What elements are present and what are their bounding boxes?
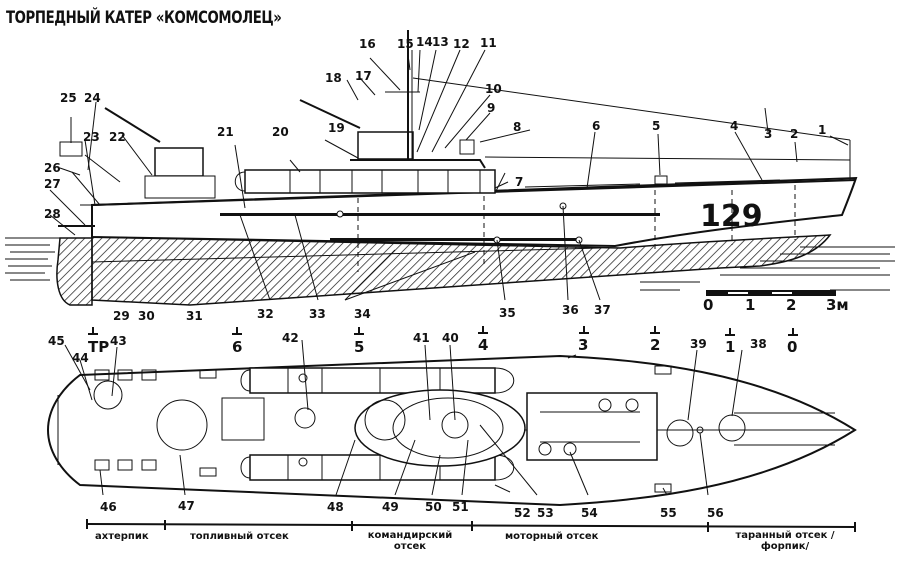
compartment-scale: ахтерпик топливный отсек командирский от…	[86, 519, 856, 552]
callout-2: 2	[790, 127, 798, 141]
callout-37: 37	[594, 303, 611, 317]
callout-53: 53	[537, 506, 554, 520]
callout-31: 31	[186, 309, 203, 323]
callout-34: 34	[354, 307, 371, 321]
callout-46: 46	[100, 500, 117, 514]
scale-tick: 0	[703, 296, 713, 314]
callout-39: 39	[690, 337, 707, 351]
top-view: ТР 6 5 4 3 2 1 0	[46, 326, 857, 520]
callout-27: 27	[44, 177, 61, 191]
callout-10: 10	[485, 82, 502, 96]
water	[5, 237, 895, 291]
callout-16: 16	[359, 37, 376, 51]
frame-label-4: 4	[478, 336, 488, 354]
compartment-aft-peak: ахтерпик	[95, 531, 149, 542]
hull-number: 129	[700, 199, 763, 234]
frame-label-5: 5	[354, 338, 364, 356]
torpedo-tube-port	[240, 367, 515, 394]
callout-51: 51	[452, 500, 469, 514]
top-leaders	[64, 339, 743, 496]
callout-12: 12	[453, 37, 470, 51]
callout-44: 44	[72, 351, 89, 365]
flag	[59, 141, 83, 157]
wheelhouse	[350, 30, 851, 180]
side-view: 129	[5, 30, 895, 323]
callout-33: 33	[309, 307, 326, 321]
callout-38: 38	[750, 337, 767, 351]
callout-52: 52	[514, 506, 531, 520]
callout-30: 30	[138, 309, 155, 323]
side-rail	[220, 213, 660, 216]
callout-17: 17	[355, 69, 372, 83]
callout-3: 3	[764, 127, 772, 141]
callout-47: 47	[178, 499, 195, 513]
callout-23: 23	[83, 130, 100, 144]
compartment-engine: моторный отсек	[505, 531, 599, 542]
callout-42: 42	[282, 331, 299, 345]
compartment-command: командирский отсек	[367, 530, 453, 552]
callout-50: 50	[425, 500, 442, 514]
stern-turret	[59, 107, 216, 206]
callout-35: 35	[499, 306, 516, 320]
callout-43: 43	[110, 334, 127, 348]
frame-label-tr: ТР	[88, 338, 109, 356]
compartment-fuel: топливный отсек	[190, 531, 289, 542]
callout-21: 21	[217, 125, 234, 139]
top-callouts: 38 39 40 41 42 43 44 45 46 47 48 49 50 5…	[48, 331, 767, 520]
scale-tick: 3м	[826, 296, 849, 314]
callout-22: 22	[109, 130, 126, 144]
scale-bar: 0 1 2 3м	[703, 290, 849, 314]
callout-5: 5	[652, 119, 660, 133]
callout-45: 45	[48, 334, 65, 348]
machine-gun	[299, 99, 361, 129]
callout-40: 40	[442, 331, 459, 345]
callout-55: 55	[660, 506, 677, 520]
callout-26: 26	[44, 161, 61, 175]
side-leaders	[49, 49, 849, 301]
torpedo-tube	[234, 169, 506, 194]
frame-label-3: 3	[578, 336, 588, 354]
callout-24: 24	[84, 91, 101, 105]
callout-18: 18	[325, 71, 342, 85]
callout-19: 19	[328, 121, 345, 135]
command-cabin	[354, 389, 526, 467]
drawing-title: ТОРПЕДНЫЙ КАТЕР «КОМСОМОЛЕЦ»	[6, 8, 282, 28]
callout-4: 4	[730, 119, 738, 133]
engine-hatch	[526, 392, 658, 461]
callout-56: 56	[707, 506, 724, 520]
side-callouts: 1 2 3 4 5 6 7 8 9 10 11 12 13 14 15 16 1…	[44, 35, 826, 323]
callout-13: 13	[432, 35, 449, 49]
frame-markers: ТР 6 5 4 3 2 1 0	[88, 326, 798, 356]
scale-tick: 1	[745, 296, 755, 314]
callout-11: 11	[480, 36, 497, 50]
rudder	[56, 237, 93, 306]
hull-plan	[46, 354, 857, 507]
callout-41: 41	[413, 331, 430, 345]
callout-48: 48	[327, 500, 344, 514]
frame-label-2: 2	[650, 336, 660, 354]
callout-1: 1	[818, 123, 826, 137]
callout-54: 54	[581, 506, 598, 520]
callout-14: 14	[416, 35, 433, 49]
callout-32: 32	[257, 307, 274, 321]
callout-7: 7	[515, 175, 523, 189]
callout-20: 20	[272, 125, 289, 139]
callout-28: 28	[44, 207, 61, 221]
callout-9: 9	[487, 101, 495, 115]
frame-label-0: 0	[787, 338, 797, 356]
callout-29: 29	[113, 309, 130, 323]
callout-49: 49	[382, 500, 399, 514]
frame-label-6: 6	[232, 338, 242, 356]
frame-label-1: 1	[725, 338, 735, 356]
callout-6: 6	[592, 119, 600, 133]
callout-15: 15	[397, 37, 414, 51]
hull-side	[91, 176, 858, 248]
callout-8: 8	[513, 120, 521, 134]
compartment-forepeak: таранный отсек /форпик/	[735, 530, 835, 552]
callout-25: 25	[60, 91, 77, 105]
scale-tick: 2	[786, 296, 796, 314]
hull-underwater	[91, 234, 832, 306]
callout-36: 36	[562, 303, 579, 317]
